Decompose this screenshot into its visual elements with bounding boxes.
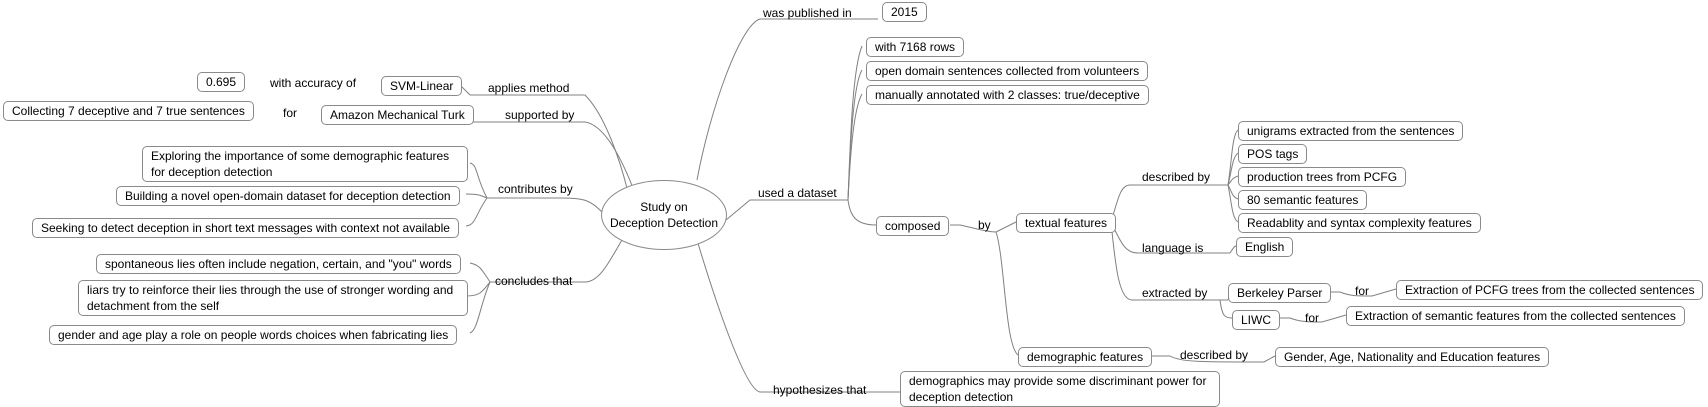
edge-label-extracted-by: extracted by — [1142, 286, 1208, 300]
node-conclusion-spontaneous[interactable]: spontaneous lies often include negation,… — [96, 254, 461, 274]
node-contribution-demographics[interactable]: Exploring the importance of some demogra… — [142, 146, 468, 182]
edge-label-for-amt: for — [283, 106, 298, 120]
edge-contributes — [487, 197, 604, 214]
edge-described-by — [1110, 184, 1228, 223]
edge-label-for-berkeley: for — [1355, 284, 1370, 298]
root-topic[interactable]: Study on Deception Detection — [601, 180, 727, 250]
edge-berkeley-purpose — [1330, 288, 1397, 297]
edge-concl1 — [469, 262, 491, 283]
edge-extracted-by — [1110, 221, 1228, 301]
edge-published — [696, 18, 878, 181]
edge-label-hypothesizes: hypothesizes that — [773, 383, 867, 397]
node-contribution-dataset[interactable]: Building a novel open-domain dataset for… — [116, 186, 460, 206]
edge-rows — [847, 45, 863, 201]
edge-concl3 — [469, 281, 491, 334]
node-liwc[interactable]: LIWC — [1232, 310, 1280, 330]
edge-contrib2 — [465, 193, 488, 199]
node-composed[interactable]: composed — [876, 216, 950, 236]
edge-label-for-liwc: for — [1305, 311, 1320, 325]
edge-label-demo-described-by: described by — [1180, 348, 1249, 362]
edge-pos — [1227, 152, 1239, 186]
node-svm-linear[interactable]: SVM-Linear — [381, 76, 463, 96]
edge-annotated — [847, 93, 863, 201]
node-conclusion-gender-age[interactable]: gender and age play a role on people wor… — [49, 325, 458, 345]
node-berkeley-purpose[interactable]: Extraction of PCFG trees from the collec… — [1396, 280, 1704, 300]
node-production-trees[interactable]: production trees from PCFG — [1238, 167, 1407, 187]
edge-label-accuracy: with accuracy of — [270, 76, 357, 90]
edge-label-applies: applies method — [488, 81, 570, 95]
edge-unigrams — [1227, 129, 1239, 186]
node-liwc-purpose[interactable]: Extraction of semantic features from the… — [1346, 306, 1685, 326]
edge-by — [950, 221, 1017, 233]
node-english[interactable]: English — [1236, 237, 1294, 257]
node-rows[interactable]: with 7168 rows — [866, 37, 965, 57]
node-unigrams[interactable]: unigrams extracted from the sentences — [1238, 121, 1464, 141]
node-readability[interactable]: Readablity and syntax complexity feature… — [1238, 213, 1481, 233]
node-amazon-mturk[interactable]: Amazon Mechanical Turk — [321, 105, 474, 125]
node-pos-tags[interactable]: POS tags — [1238, 144, 1308, 164]
edge-liwc — [1219, 299, 1233, 319]
node-accuracy-value[interactable]: 0.695 — [197, 72, 246, 92]
node-year[interactable]: 2015 — [882, 2, 927, 22]
node-open-domain[interactable]: open domain sentences collected from vol… — [866, 61, 1149, 81]
node-annotated[interactable]: manually annotated with 2 classes: true/… — [866, 85, 1149, 105]
edge-label-concludes: concludes that — [495, 274, 573, 288]
node-demographic-features[interactable]: demographic features — [1018, 347, 1153, 367]
node-textual-features[interactable]: textual features — [1016, 213, 1117, 233]
edge-contrib3 — [465, 197, 488, 227]
edge-liwc-purpose — [1280, 314, 1347, 323]
edge-label-language-is: language is — [1142, 241, 1204, 255]
edge-label-by: by — [978, 218, 991, 232]
edge-label-published: was published in — [763, 6, 852, 20]
node-demographic-description[interactable]: Gender, Age, Nationality and Education f… — [1275, 347, 1550, 367]
edge-production — [1227, 175, 1239, 186]
edge-demographic — [995, 231, 1019, 356]
edge-hypothesizes — [696, 239, 900, 393]
edge-concludes — [490, 239, 623, 283]
edge-readability — [1227, 184, 1239, 223]
node-hypothesis[interactable]: demographics may provide some discrimina… — [900, 371, 1220, 407]
edge-demo-described — [1150, 355, 1276, 363]
edge-concl2 — [465, 281, 491, 297]
edge-label-contributes: contributes by — [498, 182, 573, 196]
node-semantic-80[interactable]: 80 semantic features — [1238, 190, 1368, 210]
edge-label-supported: supported by — [505, 108, 575, 122]
edge-contrib1 — [469, 162, 488, 199]
edge-composed — [847, 199, 877, 226]
node-conclusion-liars[interactable]: liars try to reinforce their lies throug… — [78, 280, 468, 316]
node-berkeley-parser[interactable]: Berkeley Parser — [1228, 283, 1332, 303]
node-collecting-sentences[interactable]: Collecting 7 deceptive and 7 true senten… — [3, 101, 254, 121]
edge-semantic80 — [1227, 184, 1239, 200]
edge-label-described-by: described by — [1142, 170, 1211, 184]
edge-supported — [470, 121, 634, 189]
edge-english — [1229, 245, 1237, 254]
edge-open-domain — [847, 69, 863, 201]
edge-applies — [470, 94, 629, 193]
node-contribution-short-text[interactable]: Seeking to detect deception in short tex… — [32, 218, 459, 238]
edge-label-dataset: used a dataset — [758, 186, 837, 200]
edge-dataset — [725, 199, 848, 221]
